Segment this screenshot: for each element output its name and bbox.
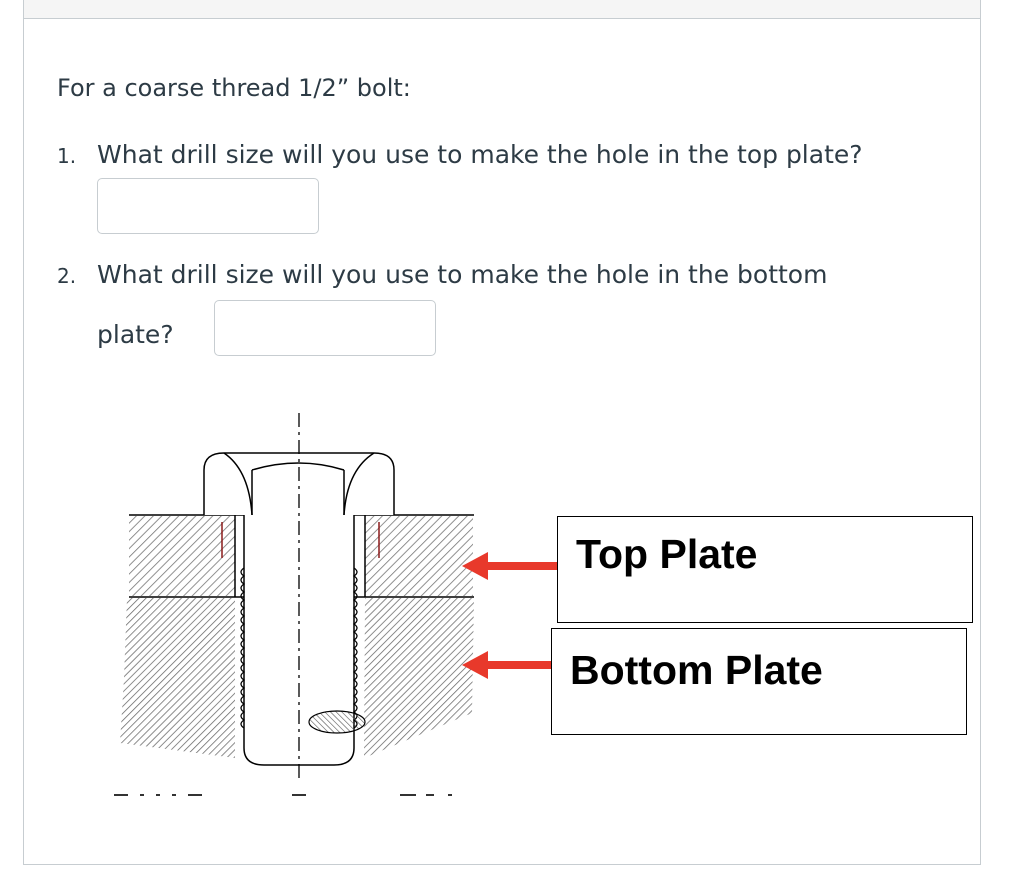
bolt-diagram: Top Plate Bottom Plate [84, 398, 984, 798]
top-plate-section [129, 516, 235, 596]
question-intro: For a coarse thread 1/2” bolt: [57, 74, 411, 102]
bolt-threads-right [352, 567, 358, 729]
question-header [24, 0, 980, 19]
bottom-plate-section [120, 598, 235, 758]
arrow-top-plate [462, 552, 558, 580]
bottom-plate-section [364, 598, 474, 758]
question-text: What drill size will you use to make the… [97, 140, 863, 169]
question-number: 2. [57, 264, 77, 288]
top-plate-section [365, 516, 473, 596]
bolt-section-drawing [114, 413, 558, 796]
question-text-continued: plate? [97, 320, 174, 349]
question-card: For a coarse thread 1/2” bolt: 1. What d… [23, 0, 981, 865]
bolt-threads-left [240, 567, 246, 729]
top-plate-label: Top Plate [557, 516, 973, 623]
bottom-plate-label: Bottom Plate [551, 628, 967, 735]
answer-input-1[interactable] [97, 178, 319, 234]
arrow-bottom-plate [462, 651, 552, 679]
question-text: What drill size will you use to make the… [97, 260, 828, 289]
question-number: 1. [57, 144, 77, 168]
answer-input-2[interactable] [214, 300, 436, 356]
drill-tip [308, 710, 366, 734]
